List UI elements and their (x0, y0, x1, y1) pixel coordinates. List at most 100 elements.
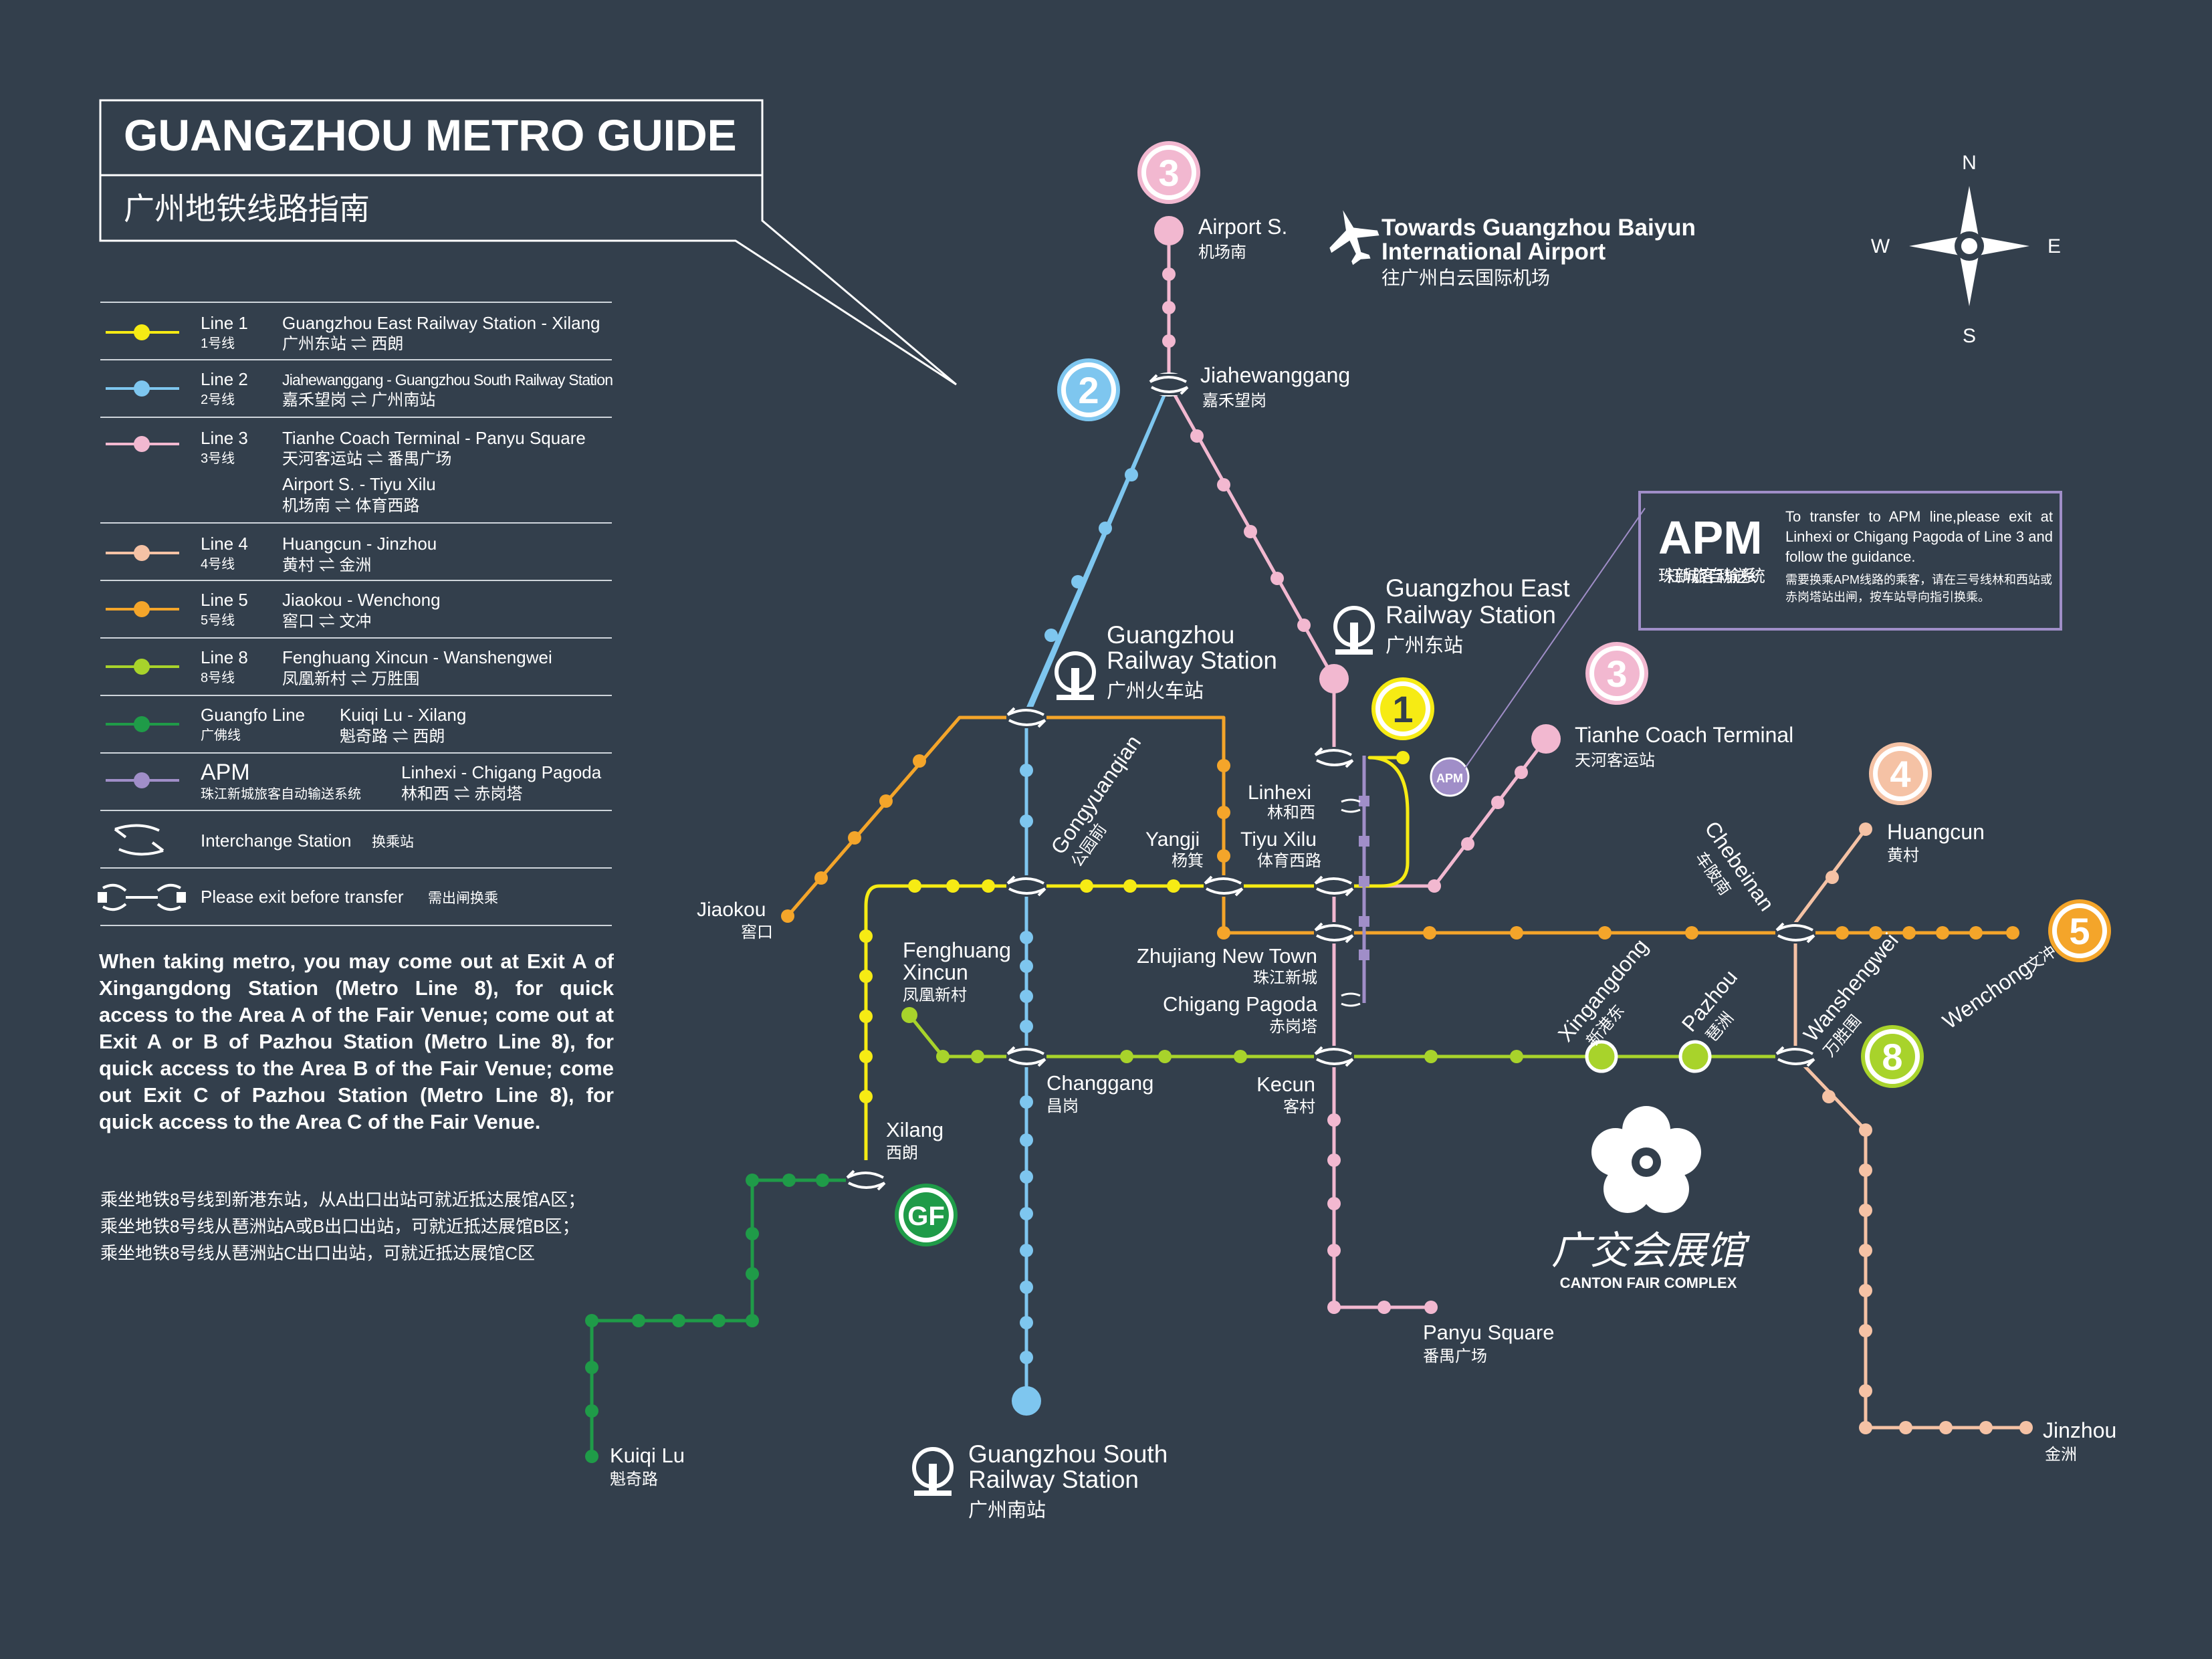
canton-fair-flower-icon (1591, 1106, 1701, 1213)
svg-text:金洲: 金洲 (2045, 1446, 2077, 1464)
svg-text:魁奇路 ⇌ 西朗: 魁奇路 ⇌ 西朗 (340, 728, 445, 746)
svg-text:Kuiqi Lu: Kuiqi Lu (610, 1444, 685, 1467)
interchange-icon (114, 824, 164, 856)
svg-text:珠江新城: 珠江新城 (1253, 969, 1317, 987)
svg-text:黄村 ⇌ 金洲: 黄村 ⇌ 金洲 (282, 556, 371, 574)
railway-station-icon (1333, 606, 1375, 655)
line1-path (864, 756, 1410, 1157)
line5-badge: 5 (2048, 899, 2111, 962)
svg-text:嘉禾望岗 ⇌ 广州南站: 嘉禾望岗 ⇌ 广州南站 (282, 391, 435, 409)
line3-stations (1154, 216, 1561, 1314)
line3-badge-east: 3 (1585, 642, 1648, 705)
svg-text:Guangzhou East Railway Station: Guangzhou East Railway Station - Xilang (282, 313, 600, 333)
svg-text:APM: APM (1658, 512, 1763, 564)
svg-text:Line 4: Line 4 (201, 534, 248, 554)
map-title: GUANGZHOU METRO GUIDE (124, 110, 737, 160)
svg-text:广州火车站: 广州火车站 (1107, 680, 1204, 702)
note-zh-1: 乘坐地铁8号线到新港东站，从A出口出站可就近抵达展馆A区； (100, 1190, 585, 1210)
exit-transfer-icon (1341, 798, 1361, 813)
svg-text:机场南 ⇌ 体育西路: 机场南 ⇌ 体育西路 (282, 497, 419, 515)
apm-info-box: APM 珠江新城旅客自动输送系统 To transfer to APM line… (1638, 491, 2062, 631)
svg-text:3号线: 3号线 (201, 451, 235, 466)
svg-text:广州南站: 广州南站 (968, 1499, 1046, 1521)
interchange-icon (1006, 875, 1046, 897)
svg-text:Jiaokou: Jiaokou (697, 899, 766, 921)
airport-icon (1329, 210, 1379, 265)
line2-dot-icon (134, 380, 150, 397)
line5-path (786, 715, 2013, 935)
svg-text:Jiahewanggang: Jiahewanggang (1200, 363, 1350, 387)
canton-fair-en: CANTON FAIR COMPLEX (1560, 1275, 1737, 1291)
interchange-icon (1149, 372, 1189, 397)
svg-text:西朗: 西朗 (886, 1144, 918, 1162)
pazhou-station-dot (1678, 1040, 1712, 1073)
line4-badge: 4 (1869, 742, 1932, 805)
svg-text:珠江新城旅客自动输送系统: 珠江新城旅客自动输送系统 (1658, 567, 1765, 586)
legend: Line 1 1号线 Guangzhou East Railway Statio… (98, 302, 613, 926)
legend-row-apm: APM 珠江新城旅客自动输送系统 Linhexi - Chigang Pagod… (106, 760, 602, 803)
gz-east-dot (1319, 664, 1349, 693)
svg-text:Guangzhou East: Guangzhou East (1386, 574, 1570, 602)
svg-text:5: 5 (2069, 910, 2090, 952)
legend-row-line3: Line 3 3号线 Tianhe Coach Terminal - Panyu… (106, 428, 586, 515)
svg-text:Fenghuang Xincun - Wanshengwei: Fenghuang Xincun - Wanshengwei (282, 647, 552, 667)
svg-text:Tiyu Xilu: Tiyu Xilu (1240, 828, 1317, 851)
svg-text:GF: GF (907, 1202, 945, 1231)
svg-text:Jinzhou: Jinzhou (2043, 1418, 2116, 1442)
svg-text:需出闸换乘: 需出闸换乘 (428, 891, 498, 906)
svg-text:Jiahewanggang - Guangzhou Sout: Jiahewanggang - Guangzhou South Railway … (282, 371, 613, 389)
note-en: When taking metro, you may come out at E… (99, 950, 614, 1133)
line1-dot-icon (134, 324, 150, 340)
interchange-icon (846, 1170, 886, 1191)
svg-text:W: W (1871, 235, 1890, 257)
legend-row-line8: Line 8 8号线 Fenghuang Xincun - Wanshengwe… (106, 647, 552, 688)
svg-text:Line 2: Line 2 (201, 369, 248, 389)
legend-row-line5: Line 5 5号线 Jiaokou - Wenchong 窖口 ⇌ 文冲 (106, 590, 441, 631)
exit-transfer-icon (98, 883, 186, 911)
legend-row-exit-transfer: Please exit before transfer 需出闸换乘 (98, 883, 498, 911)
canton-fair-zh: 广交会展馆 (1551, 1229, 1751, 1273)
svg-text:广佛线: 广佛线 (201, 728, 241, 743)
svg-text:Xilang: Xilang (886, 1118, 944, 1141)
svg-text:珠江新城旅客自动输送系统: 珠江新城旅客自动输送系统 (201, 786, 361, 802)
interchange-icon (1006, 1046, 1046, 1067)
svg-text:1: 1 (1392, 688, 1413, 730)
interchange-icon (1314, 1046, 1354, 1067)
legend-row-line4: Line 4 4号线 Huangcun - Jinzhou 黄村 ⇌ 金洲 (106, 534, 437, 574)
svg-text:3: 3 (1158, 152, 1179, 194)
airport-line1: Towards Guangzhou Baiyun (1381, 215, 1696, 241)
svg-text:Jiaokou - Wenchong: Jiaokou - Wenchong (282, 590, 441, 610)
legend-row-line1: Line 1 1号线 Guangzhou East Railway Statio… (106, 313, 600, 353)
svg-text:Railway Station: Railway Station (1107, 647, 1277, 674)
svg-text:8号线: 8号线 (201, 670, 235, 685)
svg-text:广州东站 ⇌ 西朗: 广州东站 ⇌ 西朗 (282, 335, 403, 353)
guangfo-badge: GF (895, 1184, 958, 1246)
interchange-icon (1204, 875, 1244, 897)
title-box (99, 99, 957, 386)
svg-text:机场南: 机场南 (1198, 243, 1246, 261)
svg-text:赤岗塔: 赤岗塔 (1269, 1018, 1317, 1036)
guangfo-stations (585, 1174, 829, 1463)
svg-text:Tianhe Coach Terminal: Tianhe Coach Terminal (1575, 723, 1793, 747)
svg-text:APM: APM (201, 760, 250, 785)
svg-text:Railway Station: Railway Station (1386, 601, 1556, 629)
svg-text:凤凰新村: 凤凰新村 (903, 986, 967, 1004)
airport-s-terminal-dot (1154, 216, 1184, 245)
airport-zh: 往广州白云国际机场 (1381, 267, 1550, 288)
line4-dot-icon (134, 545, 150, 561)
svg-text:2号线: 2号线 (201, 392, 235, 407)
svg-text:APM: APM (1436, 772, 1463, 785)
svg-text:Kecun: Kecun (1256, 1073, 1315, 1096)
svg-text:窖口: 窖口 (741, 923, 773, 942)
svg-text:4: 4 (1890, 753, 1910, 795)
svg-text:番禺广场: 番禺广场 (1423, 1347, 1487, 1365)
apm-info-en: To transfer to APM line,please exit at L… (1785, 508, 2053, 565)
svg-text:嘉禾望岗: 嘉禾望岗 (1202, 392, 1266, 410)
line5-dot-icon (134, 601, 150, 617)
line2-stations (1012, 468, 1138, 1416)
svg-text:窖口 ⇌ 文冲: 窖口 ⇌ 文冲 (282, 613, 371, 631)
apm-dot-icon (134, 772, 150, 788)
svg-text:体育西路: 体育西路 (1257, 852, 1321, 870)
line4-stations (1822, 822, 2033, 1434)
